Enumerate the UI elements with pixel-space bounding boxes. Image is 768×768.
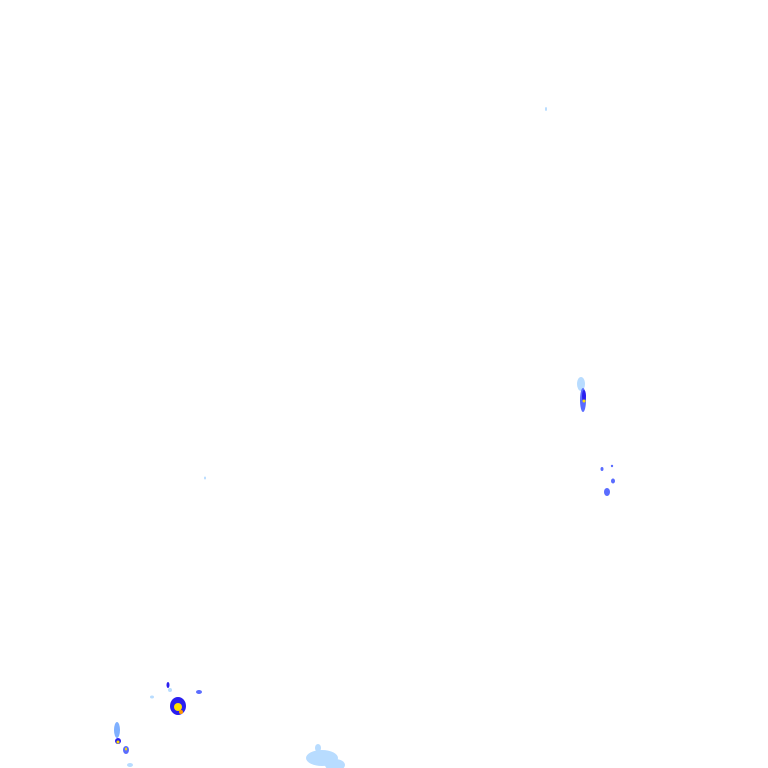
precipitation-echo (545, 107, 547, 111)
precipitation-echo (582, 399, 586, 403)
precipitation-echo (179, 710, 183, 714)
precipitation-echo (114, 722, 120, 738)
precipitation-echo (577, 377, 585, 391)
precipitation-echo (600, 467, 604, 471)
precipitation-echo (150, 695, 154, 699)
precipitation-echo (315, 744, 321, 752)
precipitation-echo (125, 747, 127, 751)
precipitation-echo (611, 478, 615, 484)
precipitation-echo (168, 688, 172, 692)
precipitation-echo (325, 759, 345, 768)
precipitation-echo (204, 476, 206, 480)
precipitation-echo (166, 682, 170, 688)
precipitation-echo (116, 740, 120, 744)
precipitation-echo (610, 464, 614, 468)
precipitation-echo (196, 690, 202, 694)
precipitation-echo (174, 703, 182, 711)
precipitation-echo (127, 763, 133, 767)
precipitation-echo (604, 488, 610, 496)
precipitation-echo (582, 390, 586, 402)
